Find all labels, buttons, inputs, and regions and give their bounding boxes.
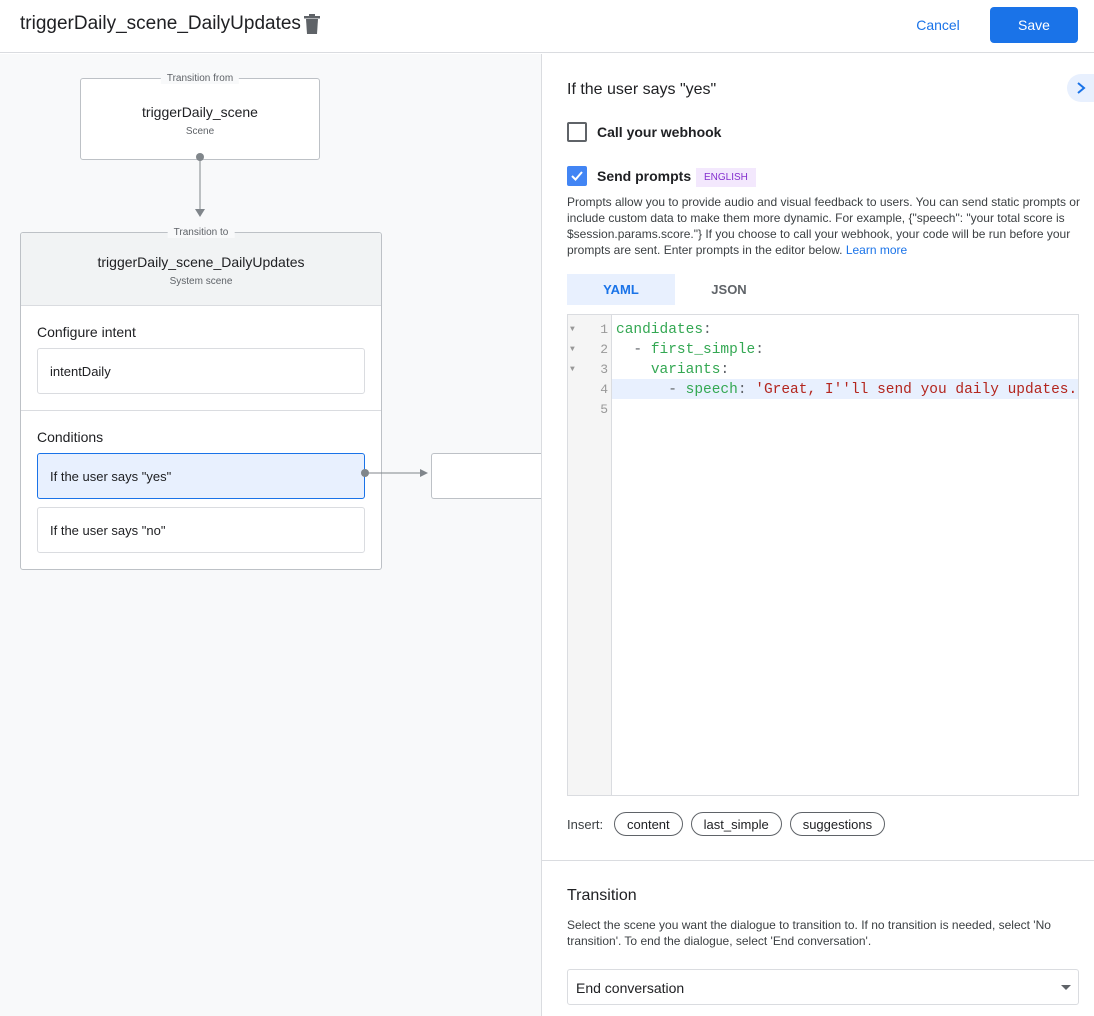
transition-selected-value: End conversation xyxy=(576,980,685,996)
from-scene-type: Scene xyxy=(185,126,215,137)
learn-more-link[interactable]: Learn more xyxy=(845,243,908,257)
line-number: 4 xyxy=(600,382,608,397)
check-icon xyxy=(571,171,583,181)
yaml-key: first_simple xyxy=(650,342,756,358)
target-node[interactable] xyxy=(431,453,551,499)
transition-select[interactable]: End conversation xyxy=(567,969,1079,1005)
page-title: triggerDaily_scene_DailyUpdates xyxy=(20,13,301,34)
yaml-key: variants xyxy=(650,362,721,378)
insert-chip-last-simple[interactable]: last_simple xyxy=(690,812,782,836)
transition-from-label: Transition from xyxy=(160,73,240,84)
transition-to-label: Transition to xyxy=(167,227,235,238)
line-number: 1 xyxy=(600,322,608,337)
prompts-label: Send prompts xyxy=(597,168,692,184)
webhook-label: Call your webhook xyxy=(597,124,722,140)
flow-canvas: triggerDaily_scene Scene Transition from… xyxy=(0,54,551,1016)
transition-heading: Transition xyxy=(567,887,637,904)
condition-connector xyxy=(361,469,428,477)
line-number: 2 xyxy=(600,342,608,357)
configure-intent-label: Configure intent xyxy=(37,324,136,340)
from-scene-title: triggerDaily_scene xyxy=(142,104,258,120)
yaml-key: speech xyxy=(685,382,738,398)
cancel-button[interactable]: Cancel xyxy=(904,8,972,42)
insert-label: Insert: xyxy=(567,817,604,832)
yaml-value: 'Great, I''ll send you daily updates. xyxy=(755,382,1078,398)
connector-arrow xyxy=(195,153,205,217)
save-button[interactable]: Save xyxy=(990,7,1078,43)
prompts-checkbox[interactable] xyxy=(567,166,587,186)
condition-yes[interactable]: If the user says "yes" xyxy=(37,453,365,499)
line-number: 5 xyxy=(600,402,608,417)
tab-json[interactable]: JSON xyxy=(711,282,747,297)
condition-panel: If the user says "yes" Call your webhook… xyxy=(541,54,1094,1016)
chevron-right-icon xyxy=(1077,82,1086,94)
to-scene-title: triggerDaily_scene_DailyUpdates xyxy=(97,254,305,270)
prompts-description: Prompts allow you to provide audio and v… xyxy=(567,195,1080,257)
transition-from-node[interactable]: triggerDaily_scene Scene xyxy=(80,78,320,160)
trash-icon[interactable] xyxy=(303,14,321,34)
condition-no[interactable]: If the user says "no" xyxy=(37,507,365,553)
conditions-label: Conditions xyxy=(37,429,104,445)
line-number: 3 xyxy=(600,362,608,377)
to-scene-type: System scene xyxy=(169,276,233,287)
code-editor[interactable]: ▼1 ▼2 ▼3 4 5 candidates: - first_simple:… xyxy=(567,314,1079,796)
intent-field[interactable]: intentDaily xyxy=(37,348,365,394)
divider xyxy=(542,860,1094,861)
header: triggerDaily_scene_DailyUpdates Cancel S… xyxy=(0,0,1094,53)
insert-chip-suggestions[interactable]: suggestions xyxy=(789,812,886,836)
webhook-checkbox[interactable] xyxy=(567,122,587,142)
collapse-panel-button[interactable] xyxy=(1067,74,1094,102)
transition-to-node: triggerDaily_scene_DailyUpdates System s… xyxy=(20,232,382,570)
dropdown-arrow-icon xyxy=(1061,985,1071,990)
insert-chip-content[interactable]: content xyxy=(614,812,683,836)
language-badge: ENGLISH xyxy=(696,168,756,187)
panel-heading: If the user says "yes" xyxy=(567,81,717,98)
yaml-key: candidates xyxy=(616,322,704,338)
tab-yaml[interactable]: YAML xyxy=(567,274,675,305)
transition-description: Select the scene you want the dialogue t… xyxy=(567,918,1051,948)
